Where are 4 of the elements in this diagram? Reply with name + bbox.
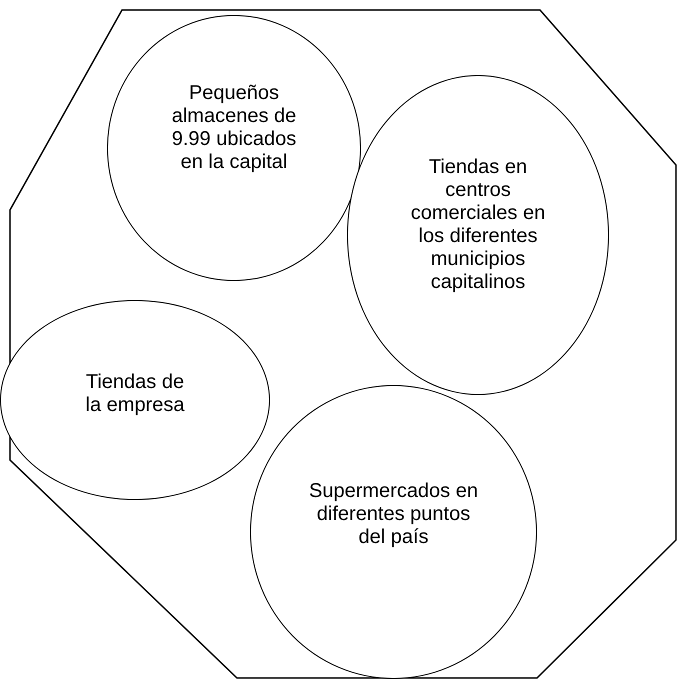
node-label: Tiendas en centros comerciales en los diferentes municipios capitalinos [410, 156, 546, 294]
node-label: Tiendas de la empresa [84, 371, 186, 417]
node-label: Pequeños almacenes de 9.99 ubicados en la capital [170, 82, 298, 174]
node-label: Supermercados en diferentes puntos del país [308, 480, 478, 549]
